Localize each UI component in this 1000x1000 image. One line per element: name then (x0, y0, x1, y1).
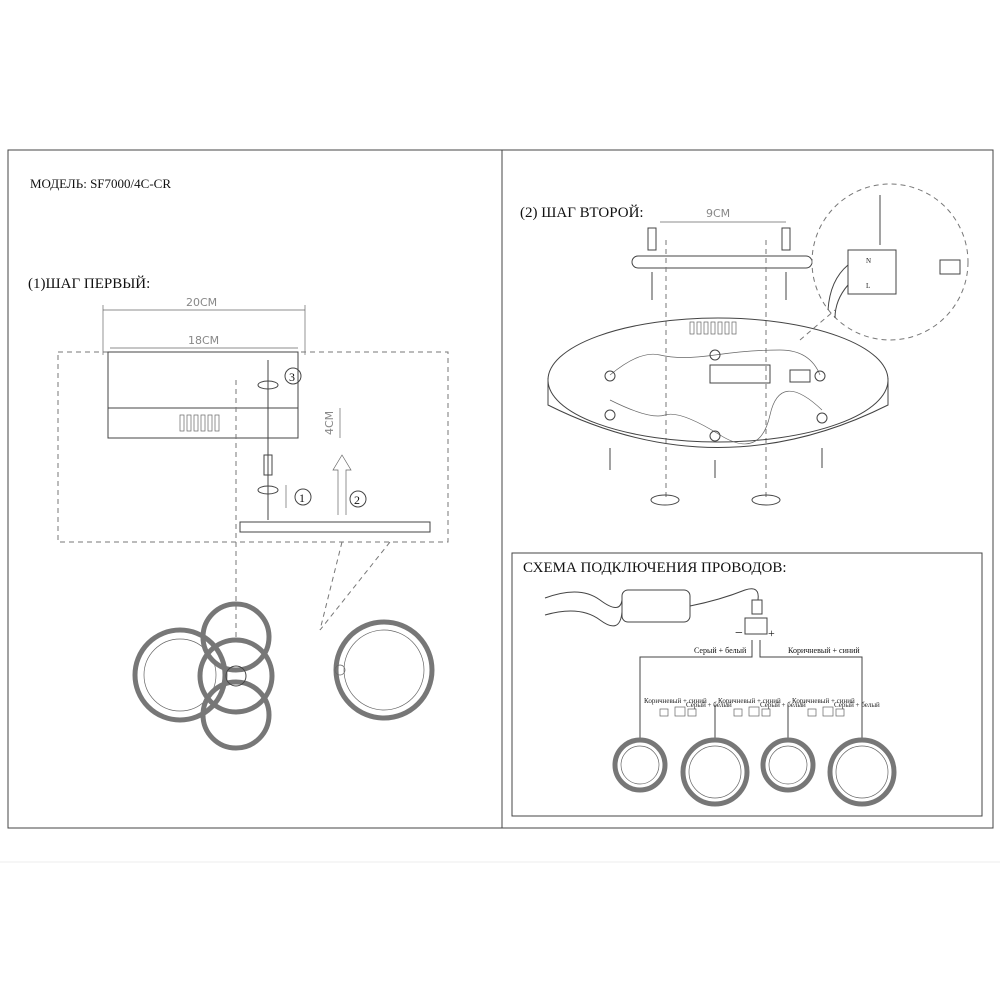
right-pair-label: Коричневый + синий (788, 646, 860, 655)
plus-sign: + (768, 626, 775, 640)
outer-frame (7, 149, 994, 829)
step1-drawing: 20CM 18CM 4CM 3 1 2 (57, 296, 449, 751)
minus-sign: − (735, 626, 743, 641)
small-label-grey-2: Серый + белый (760, 701, 806, 709)
terminal-block (847, 249, 897, 295)
callout-2: 2 (354, 493, 360, 507)
detail-callout (811, 183, 969, 341)
small-label-brown-3: Коричневый + синий (792, 697, 855, 705)
small-label-brown-1: Коричневый + синий (644, 697, 707, 705)
dim-outer: 20CM (186, 296, 217, 309)
dim-height: 4CM (323, 411, 336, 435)
callout-1: 1 (299, 491, 305, 505)
ceiling-outline (57, 351, 449, 543)
terminal-l: L (866, 282, 870, 290)
terminal-n: N (866, 257, 871, 265)
left-pair-label: Серый + белый (694, 646, 747, 655)
led-driver (709, 364, 771, 384)
wiring-title: СХЕМА ПОДКЛЮЧЕНИЯ ПРОВОДОВ: (523, 560, 787, 576)
step1-title: (1)ШАГ ПЕРВЫЙ: (28, 275, 150, 292)
model-label: МОДЕЛЬ: SF7000/4C-CR (30, 176, 171, 191)
small-label-grey-1: Серый + белый (686, 701, 732, 709)
dim-inner: 18CM (188, 334, 219, 347)
callout-3: 3 (289, 370, 295, 384)
step2-drawing: 9CM N L (547, 183, 969, 506)
mounting-bracket (631, 255, 813, 269)
connector (744, 617, 768, 635)
wiring-driver (621, 589, 691, 623)
small-label-brown-2: Коричневый + синий (718, 697, 781, 705)
lamp-body (547, 317, 889, 443)
step2-title: (2) ШАГ ВТОРОЙ: (520, 204, 644, 221)
lamp-base-plate (239, 521, 431, 533)
dim-mount: 9CM (706, 207, 730, 220)
small-label-grey-3: Серый + белый (834, 701, 880, 709)
mount-box (107, 351, 299, 439)
wiring-diagram: − + Серый + белый Коричневый + синий Кор… (544, 588, 897, 807)
wiring-panel-frame (511, 552, 983, 817)
